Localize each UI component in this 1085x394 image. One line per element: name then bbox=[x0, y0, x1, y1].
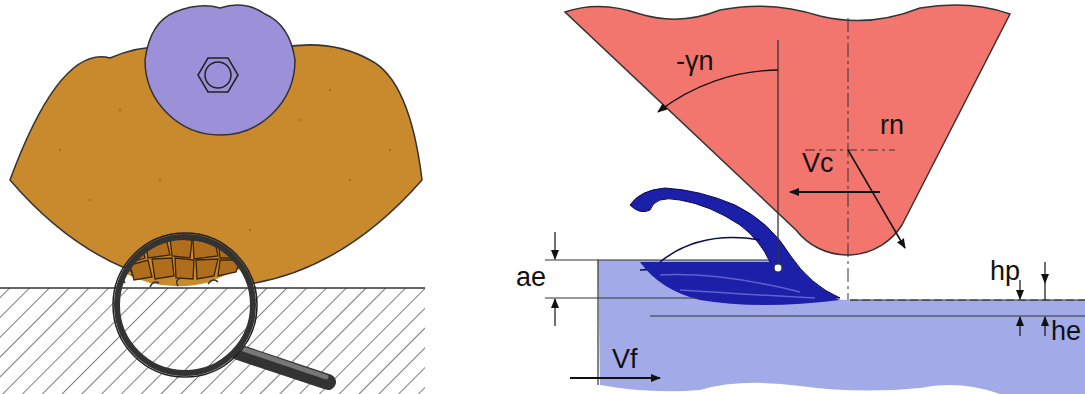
feed-speed-label: Vf bbox=[612, 346, 638, 373]
abrasive-grain bbox=[565, 5, 1010, 255]
wheel-hub bbox=[145, 5, 295, 135]
rake-angle-label: -γn bbox=[676, 48, 714, 75]
workpiece-hatch bbox=[0, 288, 425, 394]
magnifier-handle bbox=[238, 352, 328, 382]
grinding-wheel bbox=[10, 42, 422, 287]
ploughing-depth-label: hp bbox=[990, 258, 1020, 285]
hex-nut bbox=[198, 58, 238, 92]
cutting-speed-label: Vc bbox=[802, 150, 834, 177]
edge-radius-label: rn bbox=[880, 112, 904, 139]
chip-thickness-label: he bbox=[1051, 318, 1081, 345]
magnifier-lens bbox=[117, 237, 253, 373]
depth-of-cut-label: ae bbox=[516, 264, 546, 291]
